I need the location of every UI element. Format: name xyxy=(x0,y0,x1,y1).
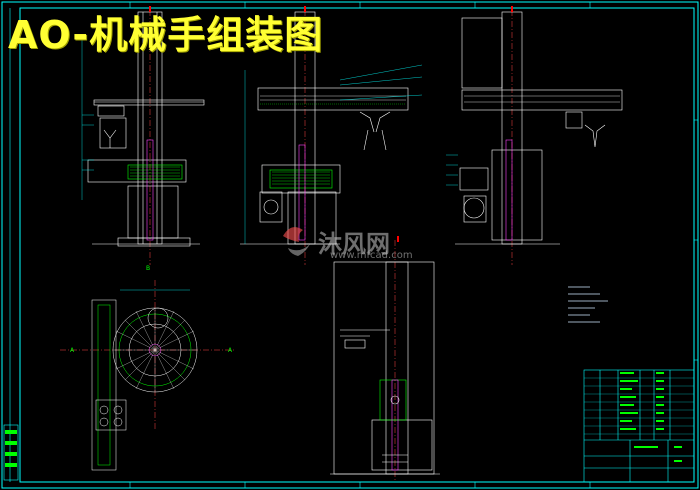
section-view xyxy=(330,240,440,480)
right-view xyxy=(446,10,623,265)
drawing-title: AO-机械手组装图 xyxy=(8,13,324,57)
technical-notes xyxy=(568,286,608,323)
inner-frame xyxy=(19,7,695,483)
side-view xyxy=(240,10,423,265)
zone-ticks xyxy=(129,2,698,488)
parts-list-entries xyxy=(620,372,682,462)
watermark-logo-icon xyxy=(283,227,310,256)
front-view-section-mark-b: B xyxy=(146,265,150,272)
title-block xyxy=(583,369,695,483)
watermark-text: 沐风网 xyxy=(318,230,390,258)
binding-strip xyxy=(3,8,19,482)
top-view-circular xyxy=(60,280,235,471)
top-view-section-mark-a-left: A xyxy=(70,347,75,354)
front-view xyxy=(81,10,205,265)
top-view-section-mark-a-right: A xyxy=(228,347,233,354)
watermark-url: www.mfcad.com xyxy=(330,250,413,261)
